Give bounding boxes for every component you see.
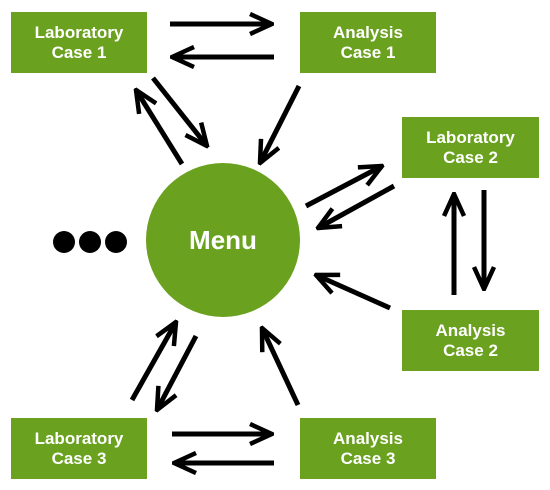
node-label-line1: Analysis	[333, 22, 403, 42]
node-laboratory-case-1: Laboratory Case 1	[11, 12, 147, 73]
arrow-ana2-to-menu	[316, 275, 392, 311]
arrow-lab3-to-menu	[129, 322, 176, 402]
ellipsis-dot	[105, 231, 127, 253]
ellipsis-dot	[79, 231, 101, 253]
node-laboratory-case-3: Laboratory Case 3	[11, 418, 147, 479]
arrow-menu-to-lab1	[136, 90, 185, 166]
arrow-lab1-to-menu	[151, 76, 207, 146]
arrow-lab2-to-menu	[318, 183, 396, 228]
node-analysis-case-3: Analysis Case 3	[300, 418, 436, 479]
node-analysis-case-1: Analysis Case 1	[300, 12, 436, 73]
node-label-line2: Case 3	[51, 448, 107, 468]
arrow-ana3-to-menu	[262, 328, 301, 407]
arrow-menu-to-lab3	[157, 334, 199, 410]
node-label-line1: Laboratory	[426, 127, 515, 147]
node-label-line2: Case 2	[443, 340, 498, 360]
node-label-line2: Case 2	[443, 147, 498, 167]
node-label-line1: Analysis	[435, 320, 506, 340]
node-laboratory-case-2: Laboratory Case 2	[402, 117, 539, 178]
arrow-ana1-to-menu	[260, 84, 302, 163]
node-label-line2: Case 1	[340, 42, 396, 62]
node-label-line1: Analysis	[333, 428, 403, 448]
menu-circle: Menu	[146, 163, 300, 317]
node-label-line2: Case 3	[340, 448, 396, 468]
node-label-line2: Case 1	[51, 42, 107, 62]
menu-label: Menu	[189, 224, 257, 255]
arrow-menu-to-lab2	[304, 166, 382, 209]
node-label-line1: Laboratory	[34, 428, 124, 448]
ellipsis-dot	[53, 231, 75, 253]
node-analysis-case-2: Analysis Case 2	[402, 310, 539, 371]
node-label-line1: Laboratory	[34, 22, 124, 42]
